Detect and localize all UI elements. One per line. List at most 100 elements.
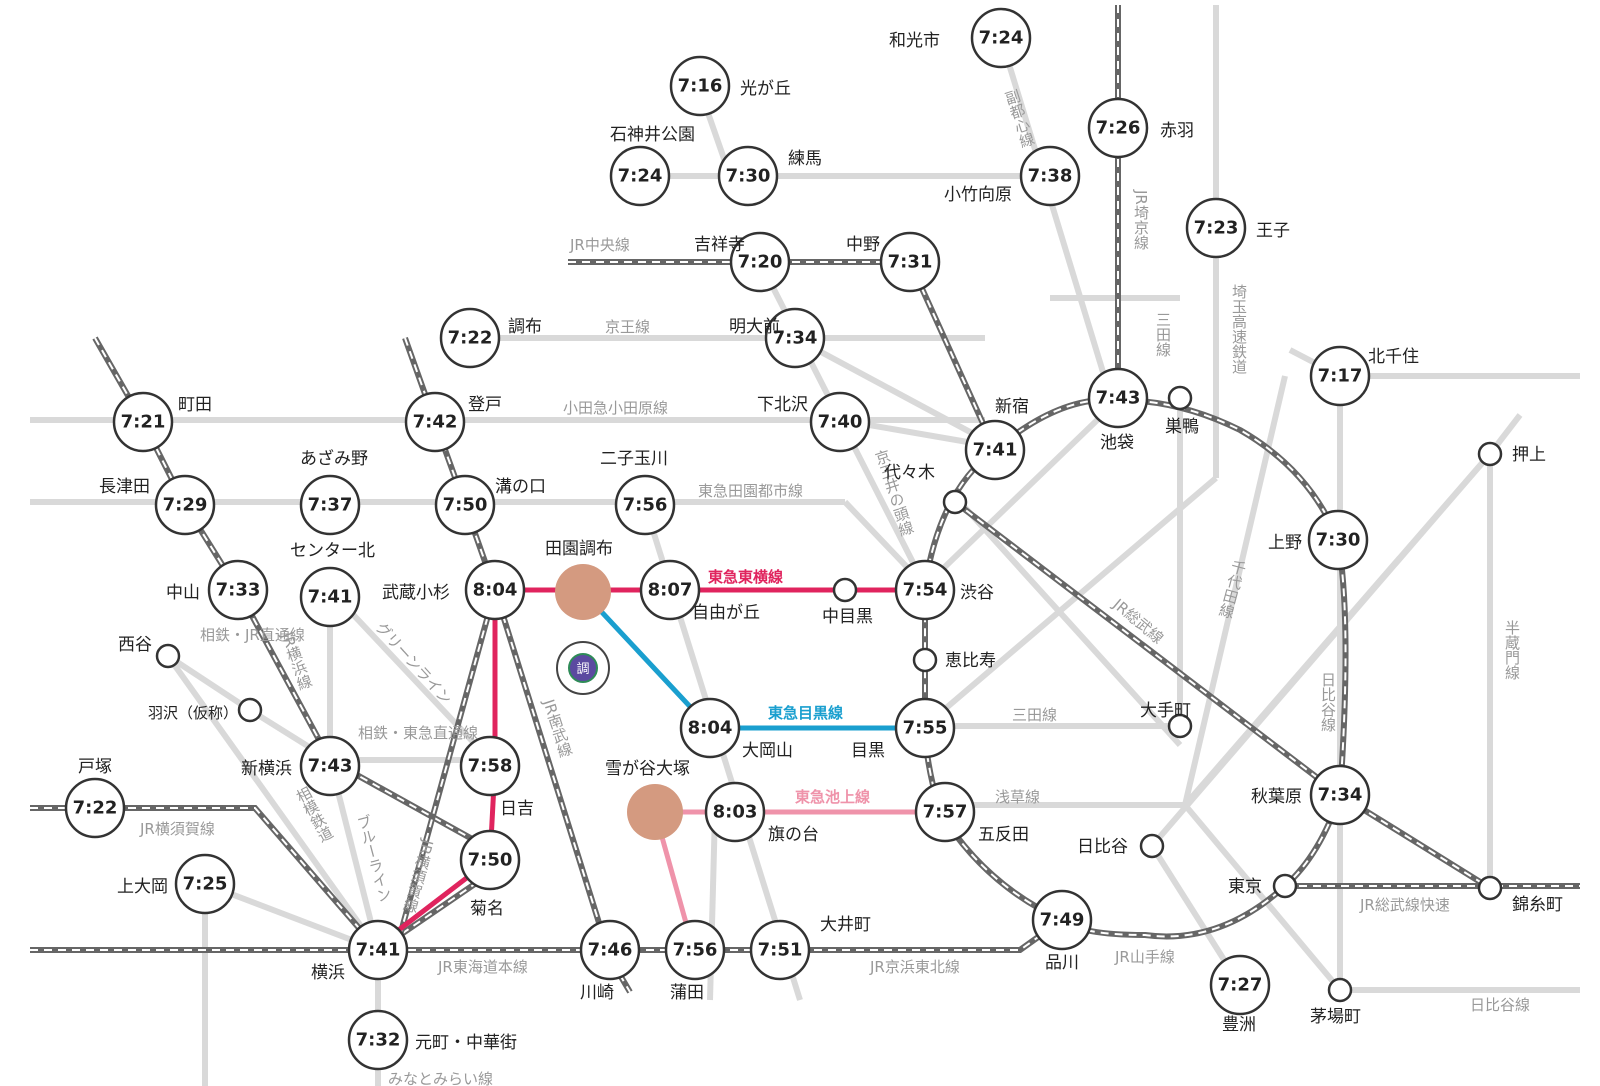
station-sugamo[interactable]: 巣鴨 (1165, 385, 1199, 437)
station-marker-meidaimae[interactable] (764, 307, 826, 369)
station-marker-futakotamagawa[interactable] (614, 474, 676, 536)
station-marker-denenchofu[interactable] (555, 564, 611, 620)
station-marker-kayabacho[interactable] (1327, 977, 1353, 1003)
station-hibiya[interactable]: 日比谷 (1077, 833, 1165, 859)
station-marker-shinjuku[interactable] (964, 419, 1026, 481)
station-marker-shinagawa[interactable] (1031, 889, 1093, 951)
station-marker-tokyo[interactable] (1272, 873, 1298, 899)
station-marker-centerkita[interactable] (299, 566, 361, 628)
station-marker-kichijoji[interactable] (729, 231, 791, 293)
station-marker-kamiooka[interactable] (174, 853, 236, 915)
station-marker-wakoshi[interactable] (970, 7, 1032, 69)
station-marker-shimokitazawa[interactable] (809, 391, 871, 453)
station-marker-oji[interactable] (1185, 197, 1247, 259)
station-marker-ebisu[interactable] (912, 647, 938, 673)
station-marker-sugamo[interactable] (1167, 385, 1193, 411)
station-marker-kawasaki[interactable] (579, 919, 641, 981)
station-marker-noborito[interactable] (404, 391, 466, 453)
station-yukigaya[interactable]: 雪が谷大塚 (605, 759, 690, 840)
station-otemachi[interactable]: 大手町 (1140, 701, 1193, 739)
station-marker-shibuya[interactable] (894, 559, 956, 621)
station-hazawa[interactable]: 羽沢（仮称） (148, 697, 263, 723)
station-marker-gotanda[interactable] (914, 781, 976, 843)
station-marker-yokohama[interactable] (347, 919, 409, 981)
station-marker-toyosu[interactable] (1209, 954, 1271, 1016)
station-marker-machida[interactable] (112, 391, 174, 453)
station-marker-kamata[interactable] (664, 919, 726, 981)
station-marker-akabane[interactable] (1087, 97, 1149, 159)
station-marker-jiyugaoka[interactable] (639, 559, 701, 621)
station-marker-kikuna[interactable] (459, 829, 521, 891)
station-marker-totsuka[interactable] (64, 777, 126, 839)
station-marker-nagatsuta[interactable] (154, 474, 216, 536)
station-marker-nakayama[interactable] (207, 559, 269, 621)
station-kinshicho[interactable]: 錦糸町 (1477, 875, 1563, 915)
station-marker-azamino[interactable] (299, 474, 361, 536)
station-kayabacho[interactable]: 茅場町 (1310, 977, 1361, 1027)
station-marker-hazawa[interactable] (237, 697, 263, 723)
station-marker-hatanodai[interactable] (704, 781, 766, 843)
station-nakameguro[interactable]: 中目黒 (822, 577, 873, 627)
station-marker-akihabara[interactable] (1309, 764, 1371, 826)
station-marker-nishiya[interactable] (155, 643, 181, 669)
station-ebisu[interactable]: 恵比寿 (912, 647, 996, 673)
station-marker-oshiage[interactable] (1477, 441, 1503, 467)
station-denenchofu[interactable]: 田園調布 (545, 539, 613, 620)
station-marker-otemachi[interactable] (1167, 713, 1193, 739)
station-marker-oimachi[interactable] (749, 919, 811, 981)
station-marker-nakameguro[interactable] (832, 577, 858, 603)
station-marker-hibiya[interactable] (1139, 833, 1165, 859)
station-marker-kitasenju[interactable] (1309, 345, 1371, 407)
station-marker-ueno[interactable] (1307, 509, 1369, 571)
station-marker-nakano[interactable] (879, 231, 941, 293)
station-marker-nerima[interactable] (717, 145, 779, 207)
station-marker-meguro[interactable] (894, 697, 956, 759)
station-marker-kinshicho[interactable] (1477, 875, 1503, 901)
station-oshiage[interactable]: 押上 (1477, 441, 1546, 467)
station-marker-hikarigaoka[interactable] (669, 55, 731, 117)
station-marker-yoyogi[interactable] (942, 489, 968, 515)
station-marker-chofu[interactable] (439, 307, 501, 369)
station-marker-mizonokuchi[interactable] (434, 474, 496, 536)
station-marker-ikebukuro[interactable] (1087, 367, 1149, 429)
station-marker-ookayama[interactable] (679, 697, 741, 759)
station-tokyo[interactable]: 東京 (1228, 873, 1298, 899)
station-marker-yukigaya[interactable] (627, 784, 683, 840)
station-marker-kotakemukaihara[interactable] (1019, 145, 1081, 207)
